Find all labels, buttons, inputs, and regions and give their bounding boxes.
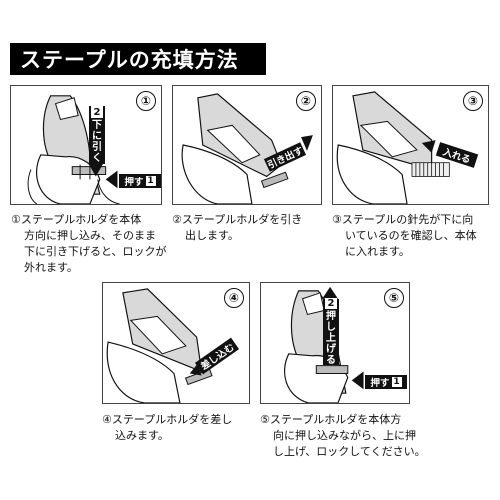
step-2-caption: ②ステープルホルダを引き 出します。 [172,213,303,242]
step-3-caption: ③ステープルの針先が下に向 いているのを確認し、本体 に入れます。 [332,213,477,258]
step-1-digit-2: 2 [91,106,103,118]
step-1-label-push: 押す 1 [119,174,161,188]
step-1-number: ① [136,91,156,111]
stapler-lock-drawing [284,290,349,403]
step-4-caption: ④ステープルホルダを差し 込みます。 [102,413,233,442]
step-1-digit-1: 1 [145,176,156,186]
step-5-label-push-up: 2 押 し 上 げ る [323,298,339,366]
step-2-number: ② [296,91,316,111]
step-5-digit-1: 1 [391,377,402,387]
step-4-number: ④ [224,288,244,308]
step-5-digit-2: 2 [325,298,337,309]
stapler-slide-in-drawing [106,288,213,403]
step-5-label-push: 押す 1 [365,375,407,389]
step-1-illustration: ① 2 下 に 引 く 押す 1 [10,85,162,205]
step-2-illustration: ② 引き出す [172,85,322,205]
stapler-insert-drawing [336,91,450,204]
step-1-caption: ①ステープルホルダを本体 方向に押し込み、そのまま 下に引き下げると、ロックが … [11,213,167,274]
step-1-label-pull-down: 2 下 に 引 く [89,106,105,164]
step-4-illustration: ④ 差し込む [102,282,250,404]
step-5-illustration: ⑤ 2 押 し 上 げ る 押す 1 [260,282,410,404]
staple-strip [411,162,450,177]
page-title-bar: ステープルの充填方法 [10,43,266,75]
step-5-caption: ⑤ステープルホルダを本体方 向に押し込みながら、上に押 し上げ、ロックしてくださ… [260,413,426,458]
page-title: ステープルの充填方法 [20,48,239,72]
stapler-hand-drawing [27,95,120,204]
step-5-number: ⑤ [384,288,404,308]
step-3-number: ③ [463,91,483,111]
step-3-illustration: ③ 入れる [332,85,489,205]
